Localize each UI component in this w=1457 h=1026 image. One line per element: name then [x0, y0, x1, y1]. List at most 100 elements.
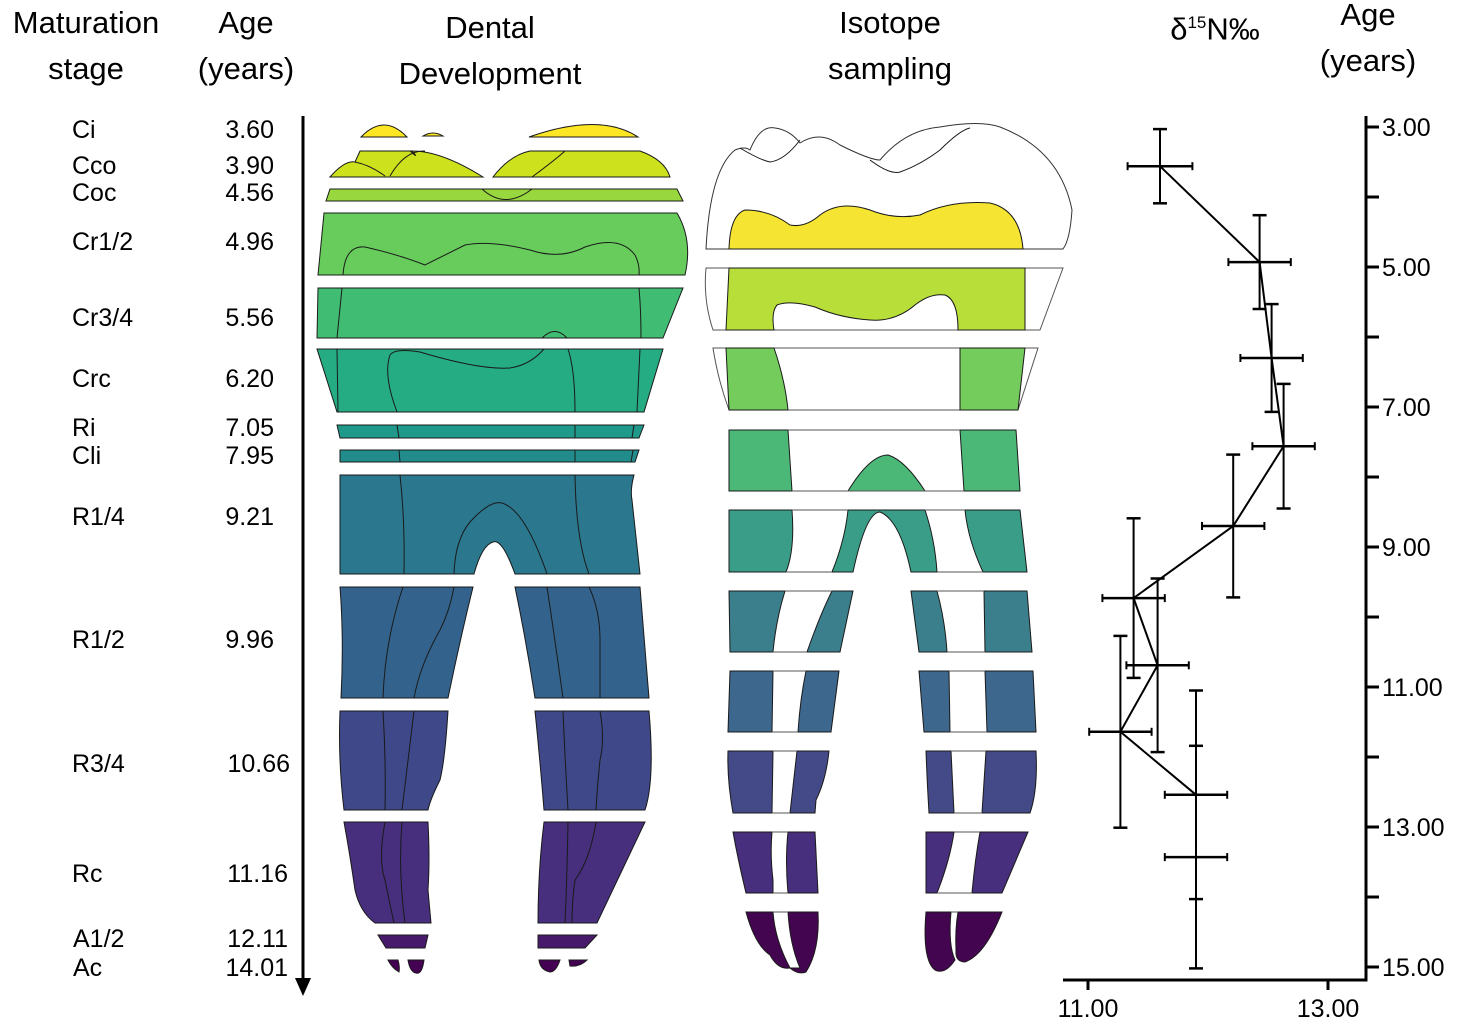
sample-band-8 — [789, 750, 830, 814]
band-coc — [325, 188, 684, 202]
cco-contour — [354, 150, 566, 178]
r14-contour — [399, 474, 590, 575]
cr12-contour — [342, 242, 640, 276]
band-crc — [316, 348, 664, 413]
header-age-left-line2: (years) — [197, 51, 295, 86]
header-dental-development: Dental Development — [370, 5, 610, 97]
r34-contour — [382, 710, 603, 811]
x-tick-label: 13.00 — [1297, 995, 1360, 1023]
sample-band-8-outline — [772, 750, 986, 814]
sample-band-10 — [924, 911, 956, 972]
y-tick-label: 7.00 — [1382, 394, 1431, 422]
cli-contour — [398, 449, 634, 463]
sample-band-5 — [964, 509, 1028, 573]
data-point — [1251, 382, 1316, 510]
sample-band-6 — [983, 590, 1033, 653]
header-age-right: Age (years) — [1306, 0, 1430, 84]
data-point — [1227, 213, 1292, 311]
sample-band-3 — [959, 347, 1026, 411]
stage-age: 11.16 — [227, 860, 288, 888]
stage-age: 12.11 — [227, 925, 288, 953]
stage-label: R3/4 — [72, 750, 125, 778]
stage-label: Ci — [72, 116, 96, 144]
stage-age: 9.21 — [225, 503, 274, 531]
band-ci — [528, 124, 640, 138]
d15n-delta: δ — [1170, 11, 1188, 47]
sample-band-5 — [831, 509, 938, 573]
data-point — [1101, 517, 1166, 680]
sample-band-1 — [728, 202, 1024, 250]
stage-label: Ri — [72, 414, 96, 442]
x-tick-label: 11.00 — [1058, 995, 1119, 1023]
stage-age: 6.20 — [225, 365, 274, 393]
header-age-right-line1: Age — [1340, 0, 1396, 32]
header-age-left: Age (years) — [186, 0, 306, 92]
sample-band-7-outline — [772, 670, 987, 733]
coc-contour — [481, 188, 533, 200]
sample-band-7 — [984, 670, 1037, 733]
stage-age: 9.96 — [225, 626, 274, 654]
band-rc — [343, 821, 432, 924]
data-point — [1239, 302, 1304, 414]
sample-band-7 — [797, 670, 840, 733]
header-dental-line1: Dental — [445, 10, 535, 45]
stage-label: Cli — [72, 442, 102, 470]
band-ci — [421, 132, 445, 137]
stage-age: 4.96 — [225, 228, 274, 256]
sample-band-6 — [806, 590, 854, 653]
band-ac — [407, 959, 425, 974]
data-point — [1125, 577, 1190, 754]
data-point — [1201, 453, 1266, 599]
sample-band-4 — [847, 454, 926, 492]
sample-band-9-outline — [772, 831, 980, 894]
arrow-head-icon — [295, 978, 311, 996]
sample-band-10 — [745, 911, 791, 969]
r12-contour — [382, 586, 601, 699]
sample-band-4 — [959, 429, 1021, 492]
crc-contour — [336, 348, 641, 413]
stage-age: 7.95 — [225, 442, 274, 470]
y-tick-label: 13.00 — [1382, 814, 1445, 842]
header-age-right-line2: (years) — [1319, 43, 1417, 78]
data-point — [1126, 127, 1194, 205]
header-d15n: δ15N‰ — [1150, 0, 1280, 52]
stage-label: Ac — [73, 954, 103, 982]
band-ac — [387, 959, 400, 973]
rc-contour — [381, 821, 597, 924]
header-isotope-line2: sampling — [827, 51, 953, 86]
stage-label: Cco — [72, 152, 117, 180]
cr34-contour — [336, 287, 642, 339]
stage-label: R1/2 — [72, 626, 125, 654]
crown-outline — [705, 123, 1073, 250]
band-cr34 — [316, 287, 684, 339]
stage-age: 3.90 — [225, 152, 274, 180]
sample-band-4-outline — [788, 429, 964, 492]
sample-band-5-outline — [786, 509, 983, 573]
dental-development-tooth — [316, 124, 689, 974]
stage-age: 7.05 — [225, 414, 274, 442]
time-arrow — [295, 116, 311, 996]
stage-age: 4.56 — [225, 179, 274, 207]
stage-label: Cr3/4 — [72, 304, 134, 332]
header-isotope-sampling: Isotope sampling — [800, 0, 980, 92]
stage-label: A1/2 — [73, 925, 125, 953]
band-ri — [336, 424, 645, 439]
stage-label: Crc — [72, 365, 111, 393]
header-dental-line2: Development — [398, 56, 582, 91]
data-point — [1163, 744, 1229, 970]
band-r12 — [339, 586, 474, 699]
crown-band-3-outline — [712, 347, 1039, 411]
band-r14 — [339, 474, 641, 575]
band-rc — [537, 821, 646, 924]
band-ac — [538, 959, 561, 973]
crown-contour — [739, 127, 971, 173]
y-tick-label: 11.00 — [1382, 674, 1443, 702]
sample-band-10 — [955, 911, 1003, 963]
data-point — [1088, 634, 1153, 829]
sample-band-9 — [971, 831, 1029, 894]
stage-label: R1/4 — [72, 503, 125, 531]
d15n-superscript: 15 — [1187, 13, 1207, 32]
